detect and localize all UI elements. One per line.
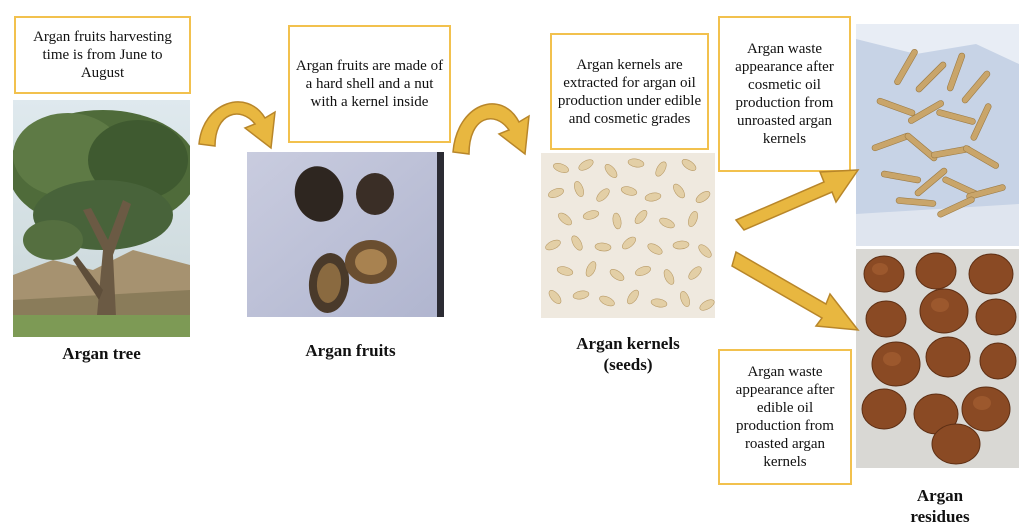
curved-arrow-icon [449,88,541,158]
harvest-time-text: Argan fruits harvesting time is from Jun… [20,28,185,82]
cosmetic-waste-box: Argan waste appearance after cosmetic oi… [718,16,851,172]
curved-arrow-icon [195,88,287,150]
argan-kernels-caption-line1: Argan kernels [548,333,708,354]
argan-kernels-caption: Argan kernels (seeds) [548,333,708,375]
harvest-time-box: Argan fruits harvesting time is from Jun… [14,16,191,94]
argan-residues-caption-line1: Argan [890,485,990,506]
cosmetic-waste-text: Argan waste appearance after cosmetic oi… [724,40,845,148]
kernel-extraction-box: Argan kernels are extracted for argan oi… [550,33,709,150]
edible-waste-photo [856,249,1019,468]
argan-kernels-caption-line2: (seeds) [548,354,708,375]
argan-residues-caption-line2: residues [890,506,990,527]
argan-tree-caption: Argan tree [13,343,190,364]
kernel-extraction-text: Argan kernels are extracted for argan oi… [556,56,703,128]
edible-waste-box: Argan waste appearance after edible oil … [718,349,852,485]
argan-tree-photo [13,100,190,337]
fruit-structure-text: Argan fruits are made of a hard shell an… [294,57,445,111]
argan-fruits-photo [247,152,444,317]
arrow-down-right-icon [732,238,862,334]
arrow-up-right-icon [732,162,862,234]
edible-waste-text: Argan waste appearance after edible oil … [724,363,846,471]
cosmetic-waste-photo [856,24,1019,246]
fruit-structure-box: Argan fruits are made of a hard shell an… [288,25,451,143]
argan-residues-caption: Argan residues [890,485,990,527]
argan-fruits-caption: Argan fruits [283,340,418,361]
argan-kernels-photo [541,153,715,318]
